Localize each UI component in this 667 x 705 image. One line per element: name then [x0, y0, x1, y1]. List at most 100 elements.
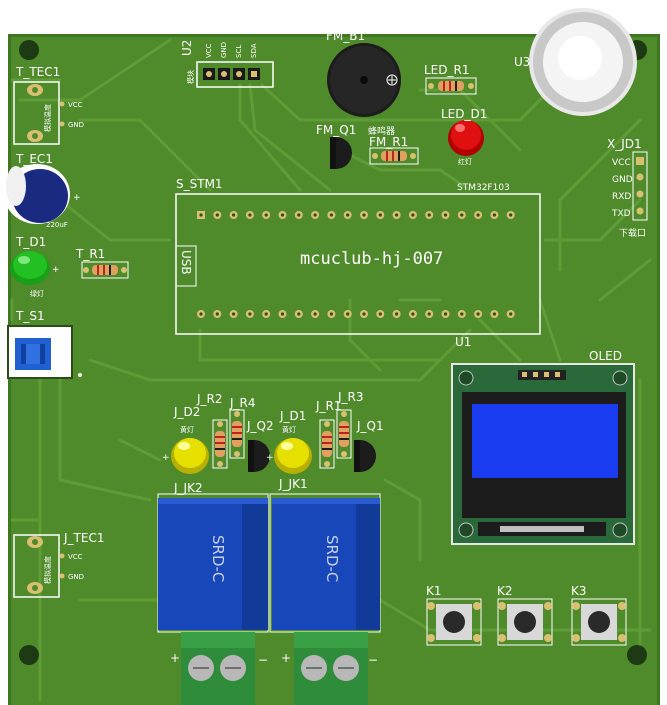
stm-pin-hole	[443, 312, 448, 316]
stm-pin-hole	[329, 312, 333, 316]
j-jk2-minus: −	[258, 653, 268, 667]
stm-pin-hole	[199, 213, 203, 217]
stm-pin-hole	[199, 312, 203, 316]
stm-pin-hole	[460, 213, 464, 217]
stm-pin-hole	[362, 213, 366, 217]
led-r1-resistor	[425, 77, 477, 95]
led-d1-led: 红灯	[448, 120, 484, 166]
stm-usb-label: USB	[179, 250, 193, 275]
t-d1-label: T_D1	[15, 235, 46, 249]
stm-pin-hole	[248, 213, 252, 217]
oled-module	[451, 363, 635, 545]
stm-pin-hole	[280, 312, 285, 316]
t-tec1-gnd-label: GND	[68, 121, 84, 129]
k3-button[interactable]	[571, 598, 627, 646]
fm-r1-label: FM_R1	[369, 135, 408, 149]
j-jk1-terminal: + −	[281, 632, 378, 705]
stm-pin-hole	[346, 312, 350, 316]
stm-pin-hole	[215, 312, 219, 316]
s-stm1-label: S_STM1	[176, 177, 223, 191]
u2-pin-3: SCL	[235, 45, 243, 58]
stm-pin-hole	[362, 312, 366, 316]
j-r3-resistor	[336, 409, 352, 459]
led-d1-label: LED_D1	[441, 107, 487, 121]
j-d2-plus: +	[162, 453, 170, 463]
t-tec1-sensor-mark: 模拟温度	[43, 104, 52, 132]
j-d1-note: 黄灯	[282, 425, 296, 434]
stm-pin-hole	[232, 312, 236, 316]
j-jk1-plus: +	[281, 651, 291, 665]
j-r4-resistor	[229, 409, 245, 459]
stm-pin-hole	[476, 312, 480, 316]
stm-pin-hole	[297, 312, 301, 316]
j-q2-transistor	[248, 440, 270, 472]
board-title: mcuclub-hj-007	[300, 249, 443, 269]
k2-button[interactable]	[497, 598, 553, 646]
j-d2-led: + 黄灯	[162, 425, 209, 474]
stm-part-label: STM32F103	[457, 183, 510, 193]
j-r3-label: J_R3	[337, 390, 364, 404]
fm-b1-label: FM_B1	[326, 29, 365, 43]
j-jk1-relay: SRD-C	[269, 493, 381, 633]
t-s1-switch	[7, 325, 82, 379]
x-jd1-note: 下载口	[619, 227, 646, 239]
stm-pin-hole	[264, 312, 268, 316]
j-jk1-model: SRD-C	[323, 535, 341, 582]
t-r1-resistor	[81, 261, 129, 279]
stm-pin-hole	[395, 213, 399, 217]
stm-pin-hole	[411, 213, 415, 217]
j-d2-label: J_D2	[173, 405, 200, 419]
t-d1-note: 绿灯	[30, 289, 44, 298]
x-jd1-pin-1: VCC	[612, 158, 631, 168]
fm-q1-note: 蜂鸣器	[368, 125, 395, 137]
j-q1-transistor	[354, 440, 376, 472]
s-stm1-module: USB mcuclub-hj-007 STM32F103	[175, 183, 541, 335]
j-tec1-header: VCC GND 模拟温度	[13, 534, 84, 598]
t-ec1-plus: +	[73, 193, 81, 203]
stm-pin-hole	[492, 213, 496, 217]
j-q1-label: J_Q1	[356, 419, 384, 433]
u1-label: U1	[455, 335, 471, 349]
fm-b1-buzzer	[327, 43, 401, 117]
x-jd1-pin-2: GND	[612, 175, 633, 185]
j-jk2-plus: +	[170, 651, 180, 665]
stm-pin-hole	[492, 312, 496, 316]
t-tec1-vcc-label: VCC	[68, 101, 83, 109]
t-s1-label: T_S1	[15, 309, 45, 323]
mounting-holes	[19, 40, 647, 665]
t-ec1-capacitor: 220uF +	[4, 164, 81, 229]
j-r2-label: J_R2	[196, 392, 223, 406]
u2-pin-4: SDA	[250, 43, 258, 58]
fm-r1-resistor	[369, 147, 419, 165]
led-d1-note: 红灯	[458, 157, 472, 166]
stm-pin-hole	[329, 213, 333, 217]
u2-label: U2	[180, 40, 194, 56]
j-jk2-terminal: + −	[170, 632, 268, 705]
u2-header: VCC GND SCL SDA 模块	[186, 42, 274, 88]
j-tec1-label: J_TEC1	[63, 531, 104, 545]
j-tec1-sensor-mark: 模拟温度	[43, 556, 52, 584]
t-r1-label: T_R1	[75, 247, 105, 261]
k3-label: K3	[571, 584, 587, 598]
led-r1-label: LED_R1	[424, 63, 469, 77]
j-d1-led: + 黄灯	[266, 425, 312, 474]
fm-q1-label: FM_Q1	[316, 123, 356, 137]
u2-pin-1: VCC	[205, 43, 213, 58]
k1-button[interactable]	[426, 598, 482, 646]
x-jd1-pin-3: RXD	[612, 192, 631, 202]
u2-side-label: 模块	[186, 70, 195, 84]
k1-label: K1	[426, 584, 442, 598]
j-d2-note: 黄灯	[180, 425, 194, 434]
j-r4-label: J_R4	[229, 396, 256, 410]
j-q2-label: J_Q2	[246, 419, 274, 433]
stm-pin-hole	[378, 312, 382, 316]
stm-pin-hole	[395, 312, 399, 316]
j-jk2-model: SRD-C	[209, 535, 227, 582]
x-jd1-header: VCC GND RXD TXD 下载口	[611, 151, 648, 239]
stm-pin-hole	[232, 213, 236, 217]
x-jd1-label: X_JD1	[607, 137, 642, 151]
x-jd1-pin-4: TXD	[611, 209, 631, 219]
j-r2-resistor	[212, 419, 228, 469]
